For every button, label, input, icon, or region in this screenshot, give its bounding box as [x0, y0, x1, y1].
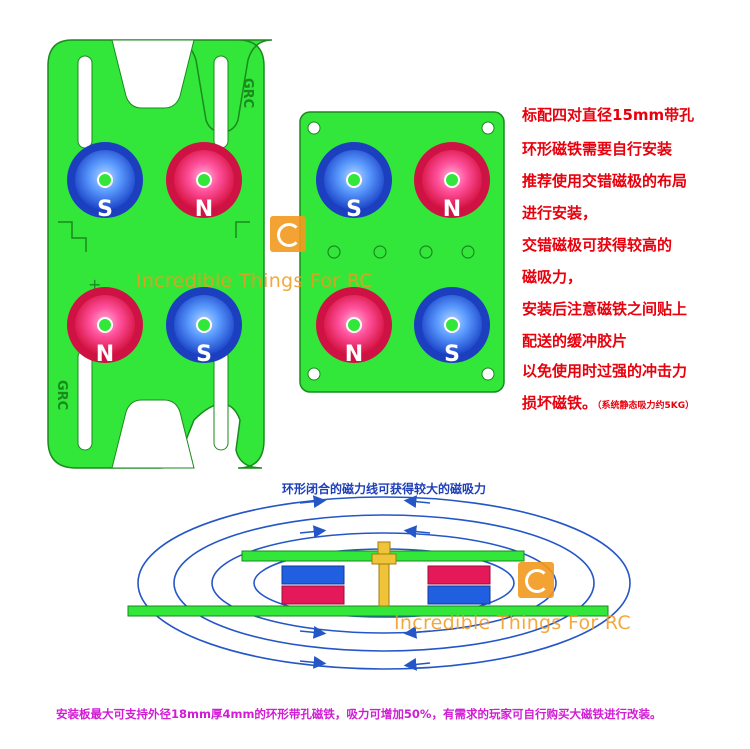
- left-slot-bl: [77, 349, 93, 451]
- field-line-outer: [137, 496, 631, 670]
- magnet-pole-label: S: [196, 342, 212, 367]
- left-top-notch: [111, 39, 195, 109]
- left-slot-br: [213, 349, 229, 451]
- left-slot-tl: [77, 55, 93, 149]
- magnet-pole-label: S: [444, 342, 460, 367]
- left-magnet-1: S: [67, 142, 143, 222]
- magnet-pole-label: N: [195, 197, 213, 222]
- note-line-3: 推荐使用交错磁极的布局: [522, 172, 688, 190]
- left-corner-mark-r: [235, 221, 250, 238]
- watermark-text-bottom: Incredible Things For RC: [394, 612, 631, 634]
- right-mid-holes: [327, 245, 475, 259]
- field-line-3: [211, 532, 557, 634]
- note-line-1: 标配四对直径15mm带孔: [522, 106, 695, 124]
- right-hole-bl: [307, 367, 321, 381]
- note-line-7: 安装后注意磁铁之间贴上: [522, 300, 688, 318]
- right-magnet-1: S: [316, 142, 392, 222]
- note-line-6: 磁吸力，: [522, 268, 583, 286]
- left-magnet-bottom-section: [281, 585, 345, 605]
- left-brand-mark-bottom: GRC: [54, 380, 69, 410]
- magnet-pole-label: S: [346, 197, 362, 222]
- left-corner-mark-l: [58, 221, 87, 252]
- watermark-text-top: Incredible Things For RC: [136, 270, 373, 292]
- right-magnet-top-section: [427, 565, 491, 585]
- note-line-10: 损坏磁铁。（系统静态吸力约5KG）: [522, 392, 694, 413]
- field-line-2: [173, 514, 595, 652]
- note-line-8: 配送的缓冲胶片: [522, 332, 628, 350]
- right-hole-tl: [307, 121, 321, 135]
- left-magnet-top-section: [281, 565, 345, 585]
- brass-pin: [371, 541, 397, 607]
- lower-plate-section: [127, 605, 609, 617]
- right-magnet-2: N: [414, 142, 490, 222]
- left-bottom-notch: [111, 399, 195, 469]
- watermark-logo-bottom: [518, 562, 554, 598]
- left-mount-plate: + GRC GRC: [47, 39, 273, 469]
- left-brand-mark-top: GRC: [240, 78, 255, 108]
- magnet-group: S N N S S N N S: [67, 142, 490, 367]
- left-magnet-4: S: [166, 287, 242, 367]
- note-line-9: 以免使用时过强的冲击力: [522, 362, 688, 380]
- magnet-pole-label: N: [96, 342, 114, 367]
- watermark-logo-top: [270, 216, 306, 252]
- note-line-2: 环形磁铁需要自行安装: [522, 140, 673, 158]
- magnet-pole-label: N: [443, 197, 461, 222]
- bottom-note: 安装板最大可支持外径18mm厚4mm的环形带孔磁铁，吸力可增加50%，有需求的玩…: [56, 707, 662, 721]
- left-slot-tr: [213, 55, 229, 149]
- right-hole-br: [481, 367, 495, 381]
- left-magnet-3: N: [67, 287, 143, 367]
- magnet-pole-label: S: [97, 197, 113, 222]
- field-arrows: [299, 495, 431, 671]
- right-magnet-3: N: [316, 287, 392, 367]
- right-magnet-4: S: [414, 287, 490, 367]
- right-hole-tr: [481, 121, 495, 135]
- note-small: （系统静态吸力约5KG）: [597, 401, 695, 411]
- left-magnet-2: N: [166, 142, 242, 222]
- note-line-10-text: 损坏磁铁。: [522, 394, 598, 412]
- cross-section-caption: 环形闭合的磁力线可获得较大的磁吸力: [282, 482, 487, 496]
- note-line-4: 进行安装，: [522, 204, 598, 222]
- magnet-pole-label: N: [345, 342, 363, 367]
- cross-section: [127, 495, 631, 671]
- note-line-5: 交错磁极可获得较高的: [522, 236, 673, 254]
- right-magnet-bottom-section: [427, 585, 491, 605]
